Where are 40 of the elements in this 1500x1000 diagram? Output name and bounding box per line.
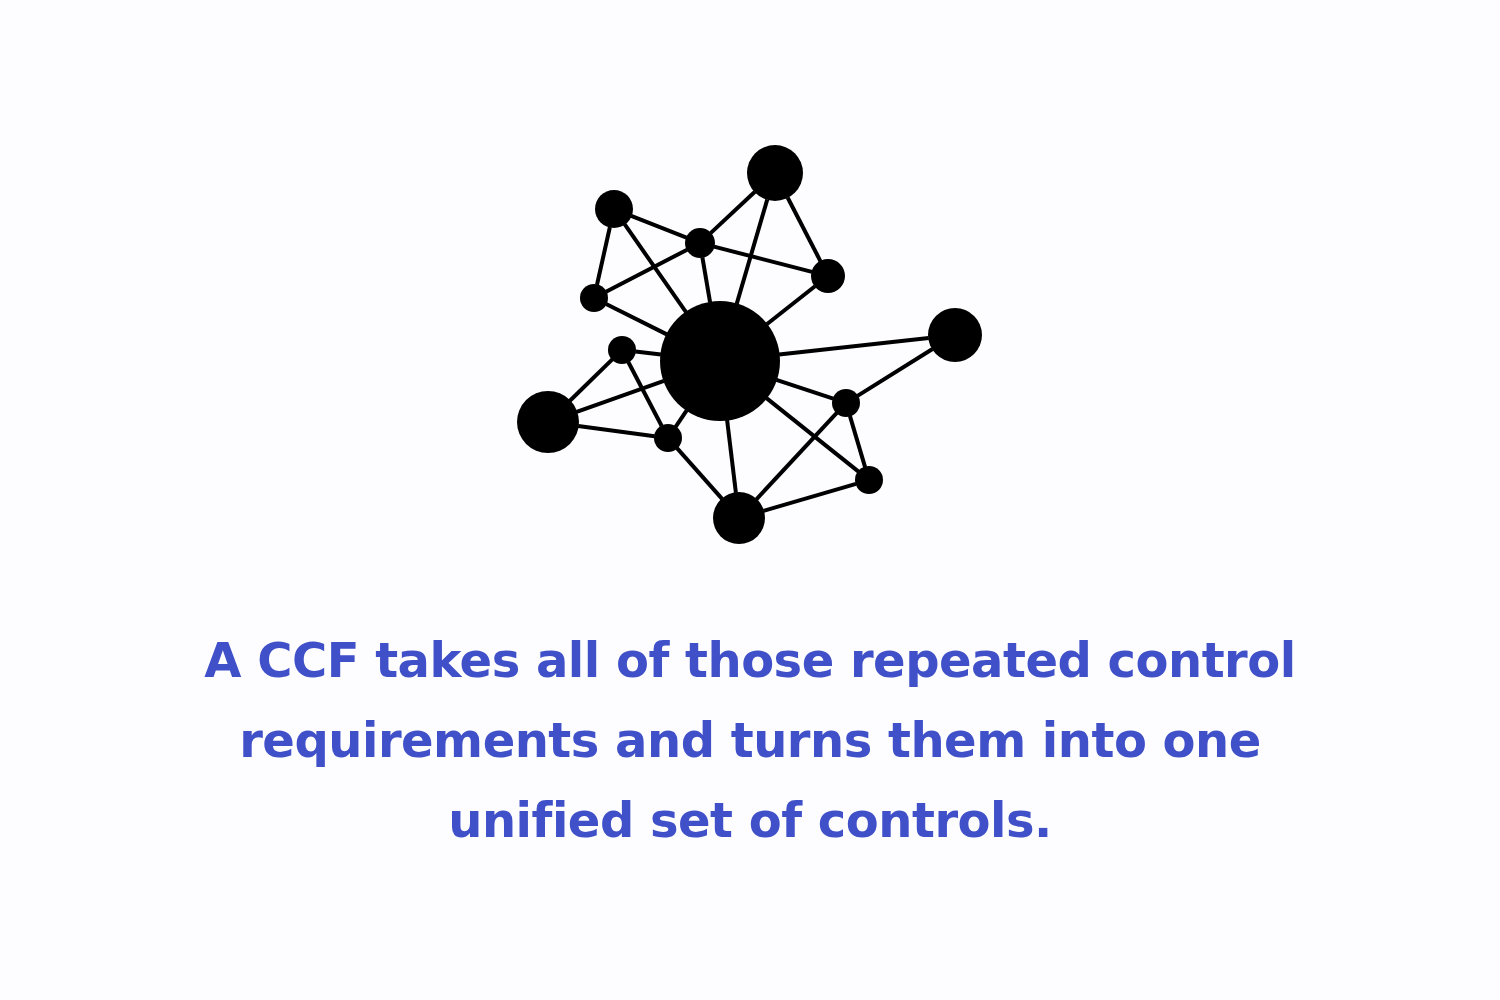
- connector-line: [765, 396, 860, 474]
- connector-line: [622, 223, 688, 314]
- network-node-circle: [608, 336, 636, 364]
- caption-text: A CCF takes all of those repeated control requirements and turns them into one unified set of controls.: [204, 632, 1296, 848]
- connector-line: [762, 481, 857, 513]
- connector-line: [635, 349, 662, 357]
- connector-line: [673, 409, 689, 428]
- connector-line: [725, 419, 738, 493]
- network-node-circle: [747, 145, 803, 201]
- connector-line: [734, 198, 770, 305]
- connector-line: [765, 284, 817, 326]
- connector-line: [754, 411, 839, 501]
- connector-line: [568, 357, 614, 403]
- network-node-circle: [855, 466, 883, 494]
- network-node-circle: [580, 284, 608, 312]
- connector-line: [778, 335, 929, 357]
- connector-line: [785, 196, 823, 263]
- connector-line: [626, 361, 664, 427]
- network-node-circle: [660, 301, 780, 421]
- connector-line: [675, 446, 724, 501]
- connector-line: [595, 226, 612, 286]
- network-node-circle: [685, 228, 715, 258]
- network-node-circle: [811, 259, 845, 293]
- network-node-circle: [654, 424, 682, 452]
- connector-line: [709, 190, 757, 235]
- connector-line: [630, 213, 688, 240]
- connector-line: [605, 247, 689, 294]
- connector-line: [848, 415, 867, 468]
- network-node-circle: [832, 389, 860, 417]
- connector-line: [856, 347, 934, 398]
- connector-line: [775, 377, 834, 401]
- network-node-circle: [517, 391, 579, 453]
- connector-line: [605, 302, 668, 337]
- network-node-circle: [713, 492, 765, 544]
- network-node-circle: [928, 308, 982, 362]
- connector-line: [700, 256, 713, 303]
- connector-line: [713, 244, 813, 274]
- connector-line: [576, 379, 665, 414]
- network-node-circle: [595, 190, 633, 228]
- connector-line: [577, 424, 655, 439]
